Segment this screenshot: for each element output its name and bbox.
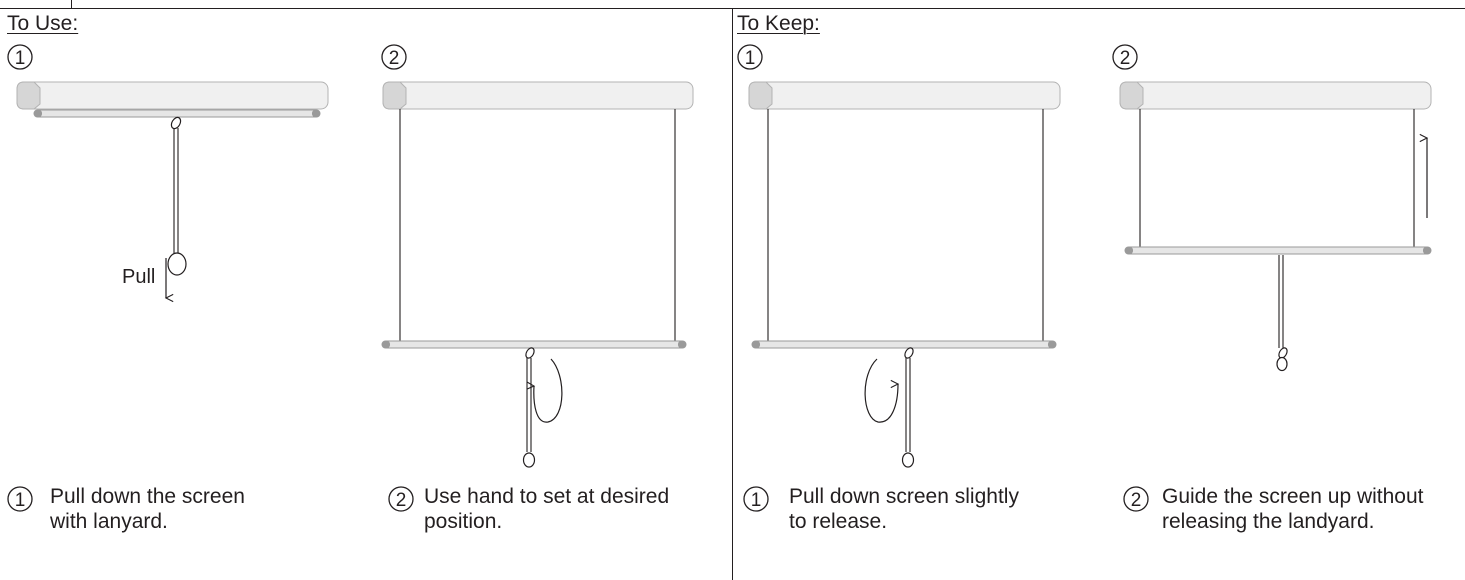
screen-casing-4 — [1119, 81, 1432, 110]
caption-line: to release. — [789, 510, 888, 533]
caption-line: Pull down screen slightly — [789, 485, 1019, 508]
step-number-top-1b: 1 — [737, 44, 763, 70]
screen-surface-4 — [1139, 109, 1415, 247]
section-divider — [732, 8, 733, 580]
bottom-rail-4 — [1124, 246, 1432, 255]
caption-line: Use hand to set at desired — [424, 485, 670, 508]
screen-surface-3 — [767, 109, 1044, 341]
lanyard-1 — [167, 116, 187, 276]
caption-line: with lanyard. — [50, 510, 168, 533]
caption-number-1b: 1 — [743, 486, 769, 512]
svg-text:1: 1 — [15, 490, 26, 511]
screen-casing-2 — [382, 81, 694, 110]
lanyard-4 — [1276, 255, 1288, 372]
corner-tab — [0, 0, 72, 8]
bottom-rail-2 — [381, 340, 687, 349]
section-title-to-use: To Use: — [7, 12, 79, 35]
step-caption-1b: Pull down screen slightly to release. — [789, 484, 1019, 534]
section-title-to-keep: To Keep: — [737, 12, 820, 35]
screen-casing-3 — [748, 81, 1061, 110]
step-caption-2a: Use hand to set at desired position. — [424, 484, 669, 534]
release-arrow-icon — [864, 358, 900, 423]
step-number-top-2b: 2 — [1112, 44, 1138, 70]
screen-casing-1 — [16, 81, 329, 110]
lanyard-2 — [522, 347, 536, 468]
svg-text:1: 1 — [751, 490, 762, 511]
svg-text:1: 1 — [15, 48, 26, 69]
lanyard-3 — [901, 347, 915, 468]
caption-number-2b: 2 — [1123, 486, 1149, 512]
screen-surface-2 — [399, 109, 676, 341]
svg-text:1: 1 — [745, 48, 756, 69]
caption-line: releasing the landyard. — [1162, 510, 1375, 533]
svg-text:2: 2 — [1131, 490, 1142, 511]
bottom-rail-3 — [751, 340, 1057, 349]
svg-text:2: 2 — [396, 490, 407, 511]
caption-line: Pull down the screen — [50, 485, 245, 508]
caption-line: position. — [424, 510, 503, 533]
step-number-top-1a: 1 — [7, 44, 33, 70]
bottom-rail-1 — [33, 109, 321, 118]
caption-number-2a: 2 — [388, 486, 414, 512]
svg-text:2: 2 — [389, 48, 400, 69]
step-number-top-2a: 2 — [381, 44, 407, 70]
pull-label: Pull — [122, 266, 156, 288]
step-caption-2b: Guide the screen up without releasing th… — [1162, 484, 1424, 534]
caption-line: Guide the screen up without — [1162, 485, 1424, 508]
svg-text:2: 2 — [1120, 48, 1131, 69]
rotate-arrow-icon — [526, 358, 563, 423]
step-caption-1a: Pull down the screen with lanyard. — [50, 484, 245, 534]
caption-number-1a: 1 — [7, 486, 33, 512]
